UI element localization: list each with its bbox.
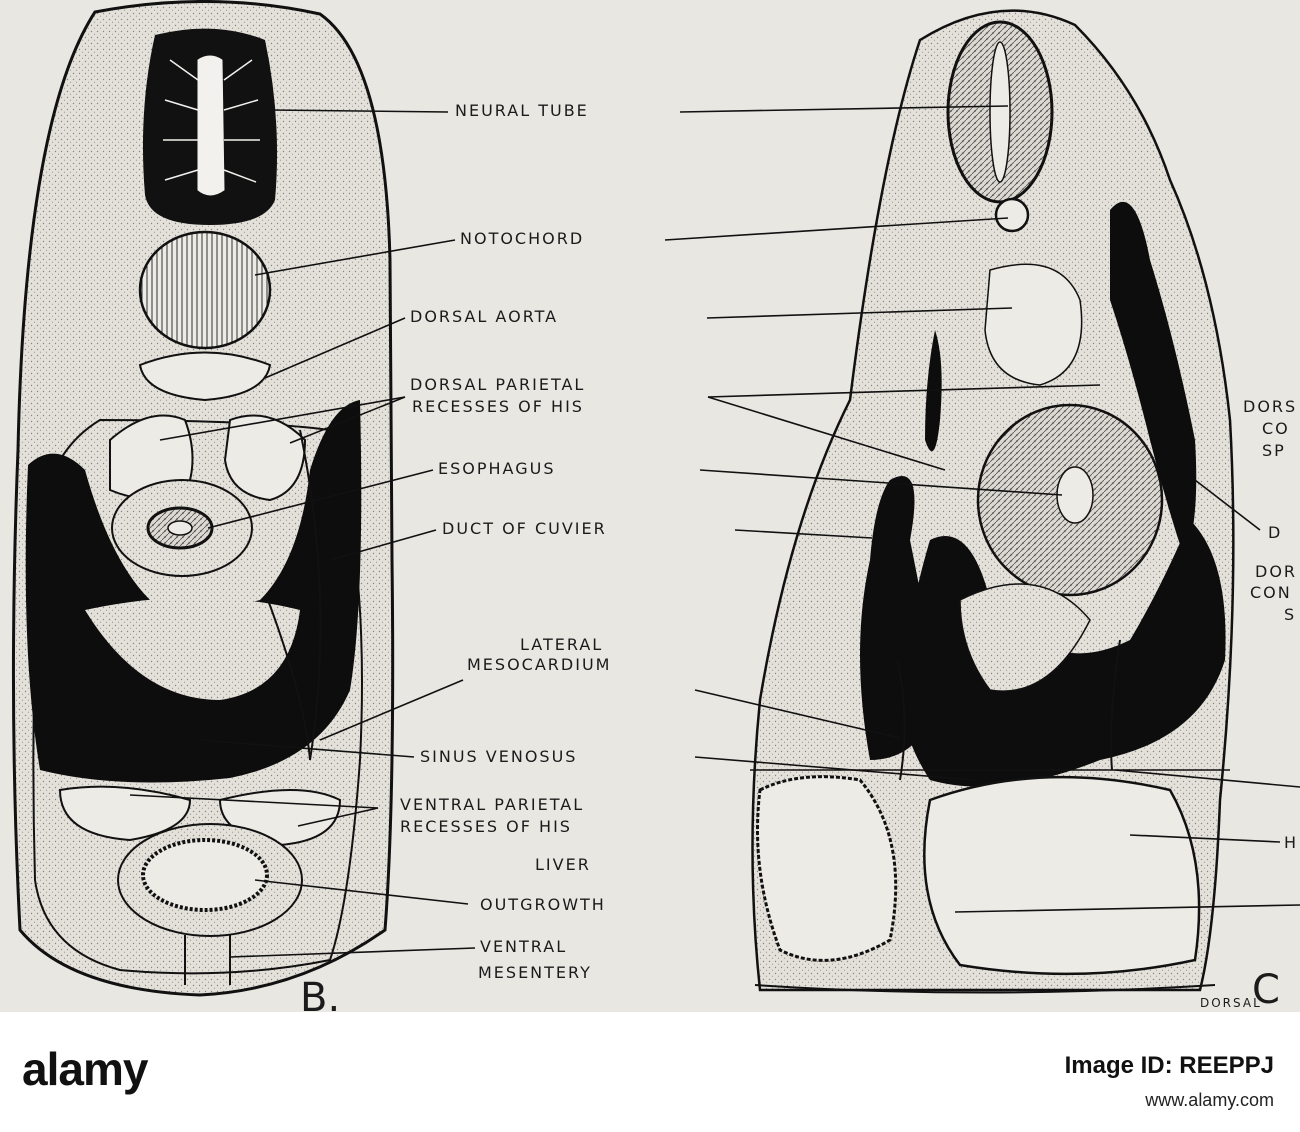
panel-b-neural-canal xyxy=(197,55,225,196)
label-fragment-bottom: DORSAL xyxy=(1200,996,1262,1010)
label-dorsal-parietal-2: RECESSES OF HIS xyxy=(412,397,584,416)
label-fragment-dor: DOR xyxy=(1255,562,1298,581)
watermark-url[interactable]: www.alamy.com xyxy=(1145,1090,1274,1110)
panel-c-cardinal-vein xyxy=(1110,201,1197,560)
panel-c-heart-left xyxy=(756,775,898,962)
label-ventral-mesentery-1: VENTRAL xyxy=(480,937,568,956)
watermark-logo[interactable]: alamy xyxy=(22,1043,148,1095)
label-fragment-dors: DORS xyxy=(1243,397,1298,416)
label-ventral-mesentery-2: MESENTERY xyxy=(478,963,592,982)
embryo-cross-section-figure: NEURAL TUBE NOTOCHORD DORSAL AORTA DORSA… xyxy=(11,0,1300,1018)
watermark-bar xyxy=(0,1012,1300,1132)
label-ventral-parietal-2: RECESSES OF HIS xyxy=(400,817,572,836)
label-dorsal-aorta: DORSAL AORTA xyxy=(410,307,559,326)
label-duct-of-cuvier: DUCT OF CUVIER xyxy=(442,519,607,538)
label-fragment-d: D xyxy=(1268,523,1283,542)
panel-c-notochord xyxy=(994,197,1030,233)
label-fragment-con: CON xyxy=(1250,583,1292,602)
panel-b-neural-tube-rays xyxy=(163,59,260,183)
watermark-image-id: Image ID: REEPPJ xyxy=(1064,1052,1274,1079)
label-fragment-h: H xyxy=(1284,833,1299,852)
panel-b-lateral-mesocardium xyxy=(267,599,311,761)
label-fragment-s: S xyxy=(1284,605,1297,624)
figure-drawing xyxy=(11,0,1300,997)
panel-c-heart-right xyxy=(923,775,1201,976)
panel-b-notochord xyxy=(138,230,272,350)
panel-b-ventral-mesentery xyxy=(184,935,231,985)
panel-b-drawing xyxy=(11,0,395,997)
panel-c-dorsal-aorta xyxy=(984,263,1083,386)
label-neural-tube: NEURAL TUBE xyxy=(455,101,589,120)
label-liver-2: OUTGROWTH xyxy=(480,895,606,914)
panel-letter-c: C xyxy=(1252,967,1280,1013)
label-esophagus: ESOPHAGUS xyxy=(438,459,556,478)
label-notochord: NOTOCHORD xyxy=(460,229,585,248)
label-fragment-co: CO xyxy=(1262,419,1290,438)
panel-b-duct-of-cuvier xyxy=(299,429,322,761)
label-lateral-mesocardium-2: MESOCARDIUM xyxy=(467,655,612,674)
panel-b-sinus-venosus xyxy=(25,400,362,783)
label-dorsal-parietal-1: DORSAL PARIETAL xyxy=(410,375,586,394)
panel-letter-b: B. xyxy=(300,975,341,1021)
panel-c-lateral-mesocardium xyxy=(897,639,1121,781)
leader-lines xyxy=(129,105,1300,958)
label-liver-1: LIVER xyxy=(535,855,591,874)
panel-b-dorsal-aorta xyxy=(138,351,272,402)
label-fragment-sp: SP xyxy=(1262,441,1286,460)
panel-c-drawing xyxy=(750,9,1235,994)
label-ventral-parietal-1: VENTRAL PARIETAL xyxy=(400,795,585,814)
panel-b-coelom-outline xyxy=(32,418,363,975)
label-lateral-mesocardium-1: LATERAL xyxy=(520,635,604,654)
label-sinus-venosus: SINUS VENOSUS xyxy=(420,747,578,766)
